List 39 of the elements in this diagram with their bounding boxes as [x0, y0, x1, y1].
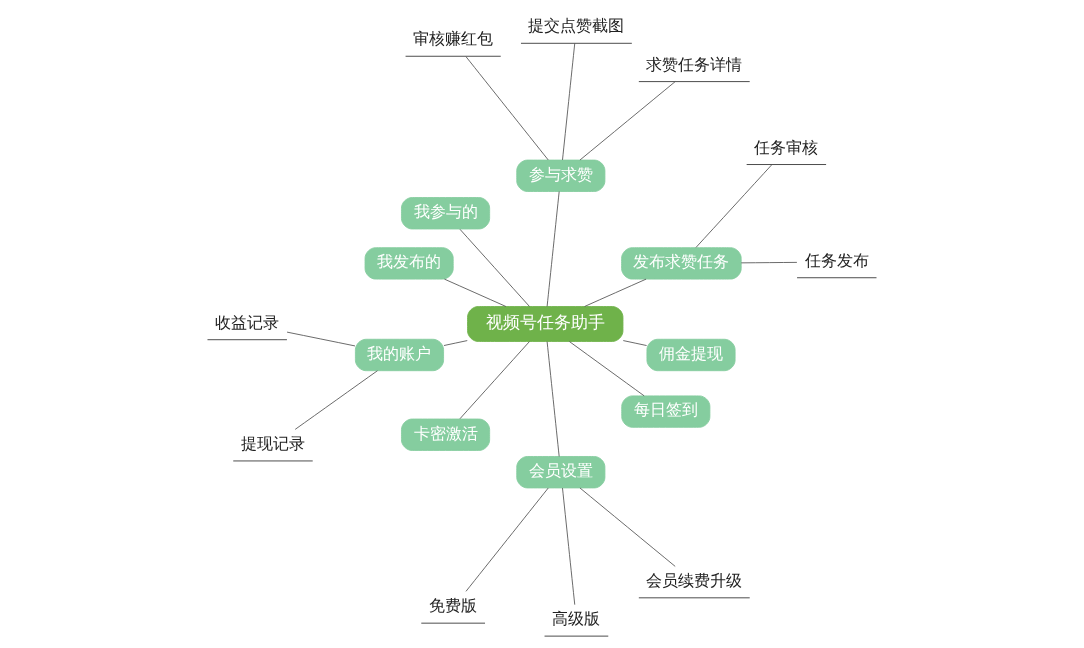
node-box: 会员设置	[516, 456, 606, 489]
node-box: 每日签到	[621, 395, 711, 428]
node-box: 卡密激活	[401, 418, 491, 451]
connector	[459, 341, 530, 420]
node-box: 视频号任务助手	[467, 306, 624, 342]
connector	[546, 191, 560, 307]
connector	[465, 56, 549, 161]
connector	[579, 487, 676, 567]
node-box: 我发布的	[364, 247, 454, 280]
connector	[294, 370, 378, 430]
connector	[562, 487, 576, 606]
node-text: 会员续费升级	[646, 570, 743, 590]
connector	[695, 164, 773, 248]
node-text: 任务发布	[804, 250, 869, 270]
connector	[740, 261, 798, 264]
connector	[568, 341, 645, 397]
connector	[584, 278, 647, 307]
node-text: 提现记录	[240, 434, 305, 454]
node-box: 发布求赞任务	[621, 247, 742, 280]
node-text: 求赞任务详情	[646, 54, 743, 74]
connector	[444, 278, 507, 307]
connector	[622, 340, 648, 346]
connector	[465, 487, 549, 592]
node-box: 参与求赞	[516, 159, 606, 192]
node-text: 提交点赞截图	[528, 16, 625, 36]
connector	[459, 228, 530, 307]
node-box: 我参与的	[401, 197, 491, 230]
node-box: 佣金提现	[646, 338, 736, 372]
node-text: 高级版	[552, 609, 601, 629]
node-text: 审核赚红包	[413, 29, 494, 49]
connector	[443, 340, 468, 346]
node-box: 我的账户	[354, 338, 444, 372]
node-text: 任务审核	[754, 137, 819, 157]
connector	[546, 341, 560, 457]
node-text: 收益记录	[215, 312, 280, 332]
node-text: 免费版	[429, 596, 478, 616]
connector	[579, 81, 676, 161]
connector	[286, 331, 356, 347]
connector	[562, 42, 576, 161]
